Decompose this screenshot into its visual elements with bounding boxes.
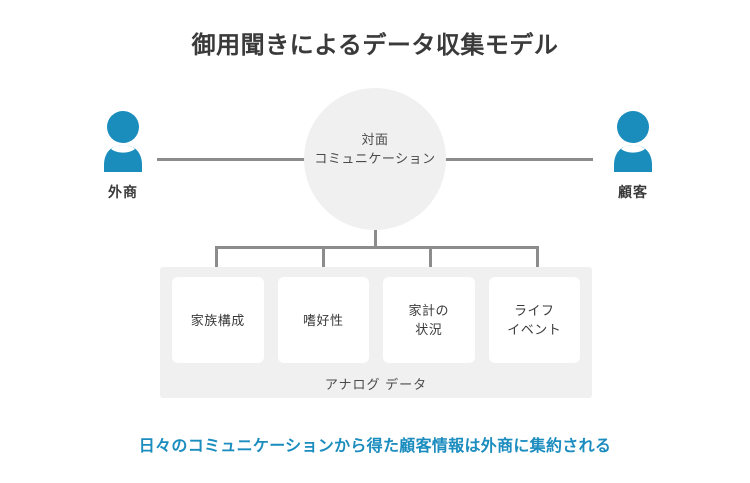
actor-label-left: 外商 <box>108 184 138 200</box>
tree-drop-line-1 <box>215 246 218 278</box>
person-icon-right <box>605 110 661 172</box>
tree-stem <box>374 230 377 248</box>
tree-drop-line-4 <box>536 246 539 278</box>
data-item-line2: 状況 <box>415 322 443 337</box>
data-item-card: 家計の 状況 <box>383 277 475 363</box>
actor-label-right: 顧客 <box>618 184 648 200</box>
center-node-label: 対面 コミュニケーション <box>304 130 446 168</box>
data-item-card: ライフ イベント <box>488 277 580 363</box>
tree-drop-line-3 <box>429 246 432 278</box>
data-item-line1: ライフ <box>513 303 555 318</box>
data-item-line1: 家族構成 <box>190 312 245 328</box>
center-node-circle <box>304 88 446 230</box>
analog-data-caption: アナログ データ <box>324 377 428 392</box>
connector-line-right <box>443 158 593 161</box>
connector-line-left <box>157 158 307 161</box>
tree-horizontal-bar <box>215 246 539 249</box>
person-icon-left <box>95 110 151 172</box>
data-item-card: 家族構成 <box>172 277 264 363</box>
data-item-line1: 家計の <box>408 303 449 318</box>
data-item-line2: イベント <box>507 322 562 337</box>
data-item-line1: 嗜好性 <box>302 312 344 328</box>
center-node-label-line2: コミュニケーション <box>314 151 436 166</box>
tree-drop-line-2 <box>322 246 325 278</box>
data-item-card: 嗜好性 <box>277 277 369 363</box>
footer-note: 日々のコミュニケーションから得た顧客情報は外商に集約される <box>138 438 612 455</box>
center-node-label-line1: 対面 <box>361 132 389 147</box>
data-item-list: 家族構成 嗜好性 家計の 状況 ライフ イベント <box>172 277 580 363</box>
page-title: 御用聞きによるデータ収集モデル <box>191 32 559 59</box>
